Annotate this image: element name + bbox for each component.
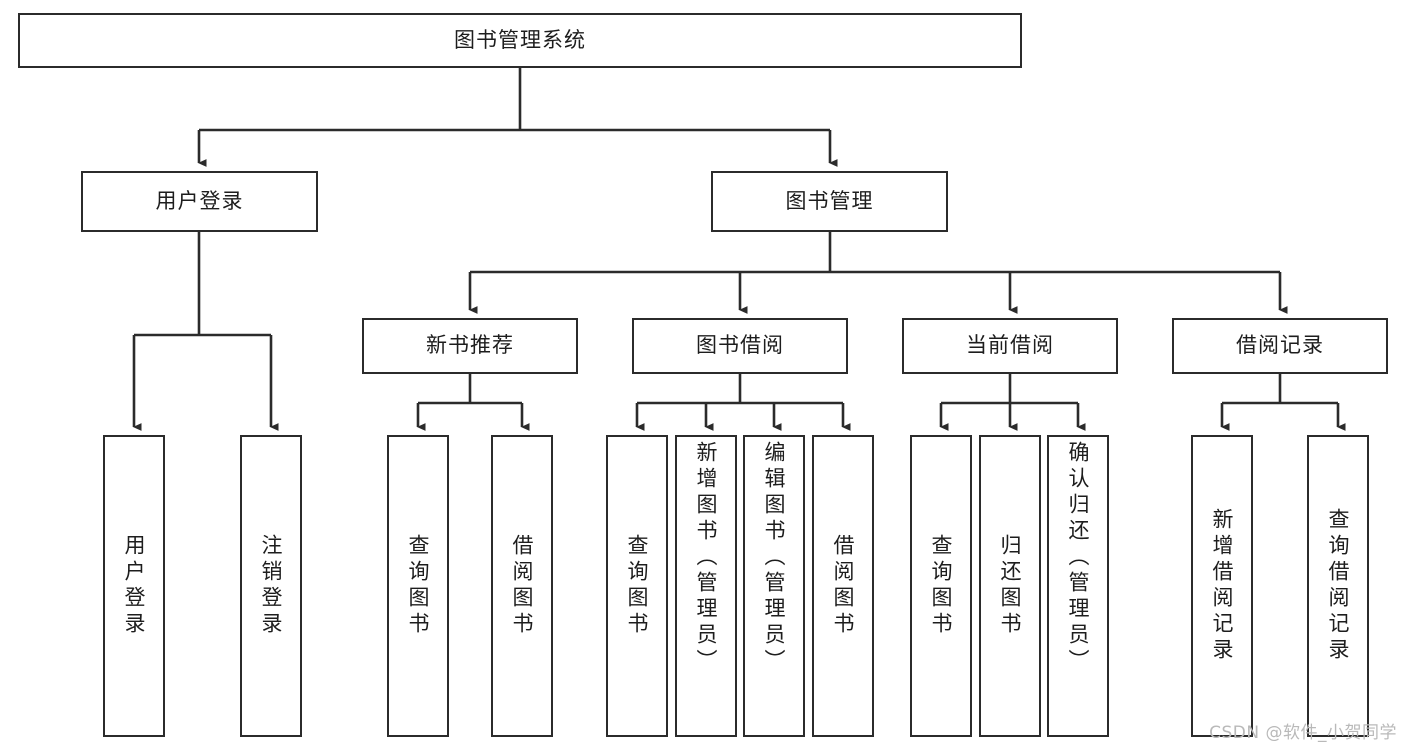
node-label: 用户登录 (122, 534, 147, 638)
leaf-edit-book-admin[interactable]: 编辑图书（管理员） (743, 435, 805, 737)
node-label: 图书管理 (785, 188, 874, 213)
leaf-query-borrow-record[interactable]: 查询借阅记录 (1307, 435, 1369, 737)
edges-bookmanagement-to-level3 (468, 232, 1288, 314)
edges-root-to-level2 (197, 68, 838, 167)
node-new-book-recommend[interactable]: 新书推荐 (362, 318, 578, 374)
leaf-query-book-borrow[interactable]: 查询图书 (606, 435, 668, 737)
node-label: 图书管理系统 (454, 27, 586, 52)
edges-borrowrecord-to-leaves (1220, 374, 1346, 431)
node-label: 注销登录 (259, 534, 284, 638)
node-label: 查询图书 (406, 534, 431, 638)
node-label: 查询借阅记录 (1326, 508, 1351, 664)
node-label: 图书借阅 (696, 333, 784, 358)
node-label: 借阅图书 (831, 534, 856, 638)
leaf-add-book-admin[interactable]: 新增图书（管理员） (675, 435, 737, 737)
node-label: 当前借阅 (966, 333, 1054, 358)
leaf-query-book-current[interactable]: 查询图书 (910, 435, 972, 737)
node-label: 查询图书 (929, 534, 954, 638)
node-label: 查询图书 (625, 534, 650, 638)
leaf-user-logout[interactable]: 注销登录 (240, 435, 302, 737)
node-book-borrow[interactable]: 图书借阅 (632, 318, 848, 374)
edges-newbook-to-leaves (416, 374, 530, 431)
node-label: 归还图书 (998, 534, 1023, 638)
edges-userlogin-to-leaves (132, 232, 279, 431)
leaf-return-book[interactable]: 归还图书 (979, 435, 1041, 737)
edges-currentborrow-to-leaves (939, 374, 1086, 431)
leaf-borrow-book-borrow[interactable]: 借阅图书 (812, 435, 874, 737)
node-user-login[interactable]: 用户登录 (81, 171, 318, 232)
node-label: 新书推荐 (426, 333, 514, 358)
node-label: 用户登录 (155, 188, 244, 213)
leaf-user-login[interactable]: 用户登录 (103, 435, 165, 737)
node-current-borrow[interactable]: 当前借阅 (902, 318, 1118, 374)
node-label: 新增借阅记录 (1210, 508, 1235, 664)
leaf-query-book-newbook[interactable]: 查询图书 (387, 435, 449, 737)
node-borrow-record[interactable]: 借阅记录 (1172, 318, 1388, 374)
leaf-borrow-book-newbook[interactable]: 借阅图书 (491, 435, 553, 737)
node-label: 借阅记录 (1236, 333, 1324, 358)
node-book-management[interactable]: 图书管理 (711, 171, 948, 232)
node-label: 编辑图书（管理员） (762, 441, 787, 675)
node-label: 新增图书（管理员） (694, 441, 719, 675)
node-label: 借阅图书 (510, 534, 535, 638)
node-label: 确认归还（管理员） (1066, 441, 1091, 675)
node-root-book-management-system[interactable]: 图书管理系统 (18, 13, 1022, 68)
leaf-add-borrow-record[interactable]: 新增借阅记录 (1191, 435, 1253, 737)
edges-bookborrow-to-leaves (635, 374, 851, 431)
leaf-confirm-return-admin[interactable]: 确认归还（管理员） (1047, 435, 1109, 737)
